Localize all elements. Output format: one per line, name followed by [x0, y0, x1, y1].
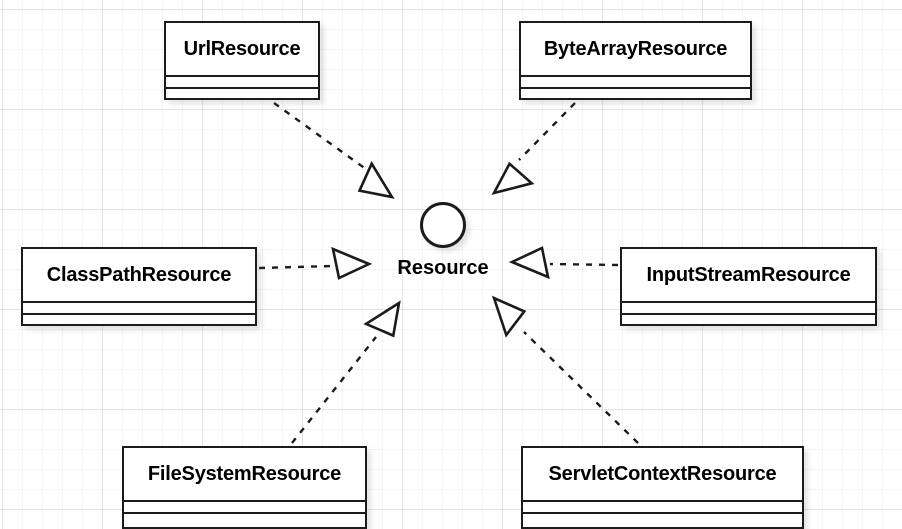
- uml-class-name: InputStreamResource: [622, 249, 875, 303]
- uml-class-class-path-resource[interactable]: ClassPathResource: [21, 247, 257, 326]
- realization-rel-byte-array-resource: [491, 102, 576, 195]
- uml-attributes-compartment: [622, 303, 875, 315]
- uml-class-url-resource[interactable]: UrlResource: [164, 21, 320, 100]
- hollow-triangle-arrowhead-icon: [331, 246, 373, 280]
- hollow-triangle-arrowhead-icon: [491, 295, 527, 338]
- uml-attributes-compartment: [523, 502, 802, 514]
- uml-class-name: FileSystemResource: [124, 448, 365, 502]
- resource-interface-label: Resource: [397, 257, 489, 279]
- uml-class-file-system-resource[interactable]: FileSystemResource: [122, 446, 367, 529]
- hollow-triangle-arrowhead-icon: [357, 160, 395, 199]
- dashed-realization-line: [291, 336, 377, 444]
- hollow-triangle-arrowhead-icon: [508, 246, 550, 280]
- uml-attributes-compartment: [166, 77, 318, 89]
- uml-class-name: ByteArrayResource: [521, 23, 750, 77]
- uml-class-name: ClassPathResource: [23, 249, 255, 303]
- uml-class-name: ServletContextResource: [523, 448, 802, 502]
- hollow-triangle-arrowhead-icon: [363, 300, 401, 338]
- uml-attributes-compartment: [124, 502, 365, 514]
- realization-rel-url-resource: [273, 102, 395, 199]
- uml-operations-compartment: [523, 514, 802, 527]
- uml-attributes-compartment: [23, 303, 255, 315]
- dashed-realization-line: [273, 102, 371, 173]
- uml-class-input-stream-resource[interactable]: InputStreamResource: [620, 247, 877, 326]
- resource-interface-ball-icon[interactable]: [420, 202, 466, 248]
- uml-operations-compartment: [166, 89, 318, 98]
- dashed-realization-line: [523, 331, 639, 444]
- realization-rel-class-path-resource: [258, 246, 373, 280]
- uml-operations-compartment: [23, 315, 255, 324]
- realization-rel-file-system-resource: [291, 300, 401, 444]
- dashed-realization-line: [258, 264, 334, 270]
- realization-rel-servlet-context-resource: [491, 295, 639, 444]
- dashed-realization-line: [518, 102, 576, 161]
- uml-class-name: UrlResource: [166, 23, 318, 77]
- uml-attributes-compartment: [521, 77, 750, 89]
- uml-operations-compartment: [622, 315, 875, 324]
- uml-operations-compartment: [521, 89, 750, 98]
- uml-class-byte-array-resource[interactable]: ByteArrayResource: [519, 21, 752, 100]
- uml-operations-compartment: [124, 514, 365, 527]
- dashed-realization-line: [549, 262, 619, 267]
- uml-class-servlet-context-resource[interactable]: ServletContextResource: [521, 446, 804, 529]
- hollow-triangle-arrowhead-icon: [491, 161, 535, 195]
- realization-rel-input-stream-resource: [508, 246, 619, 280]
